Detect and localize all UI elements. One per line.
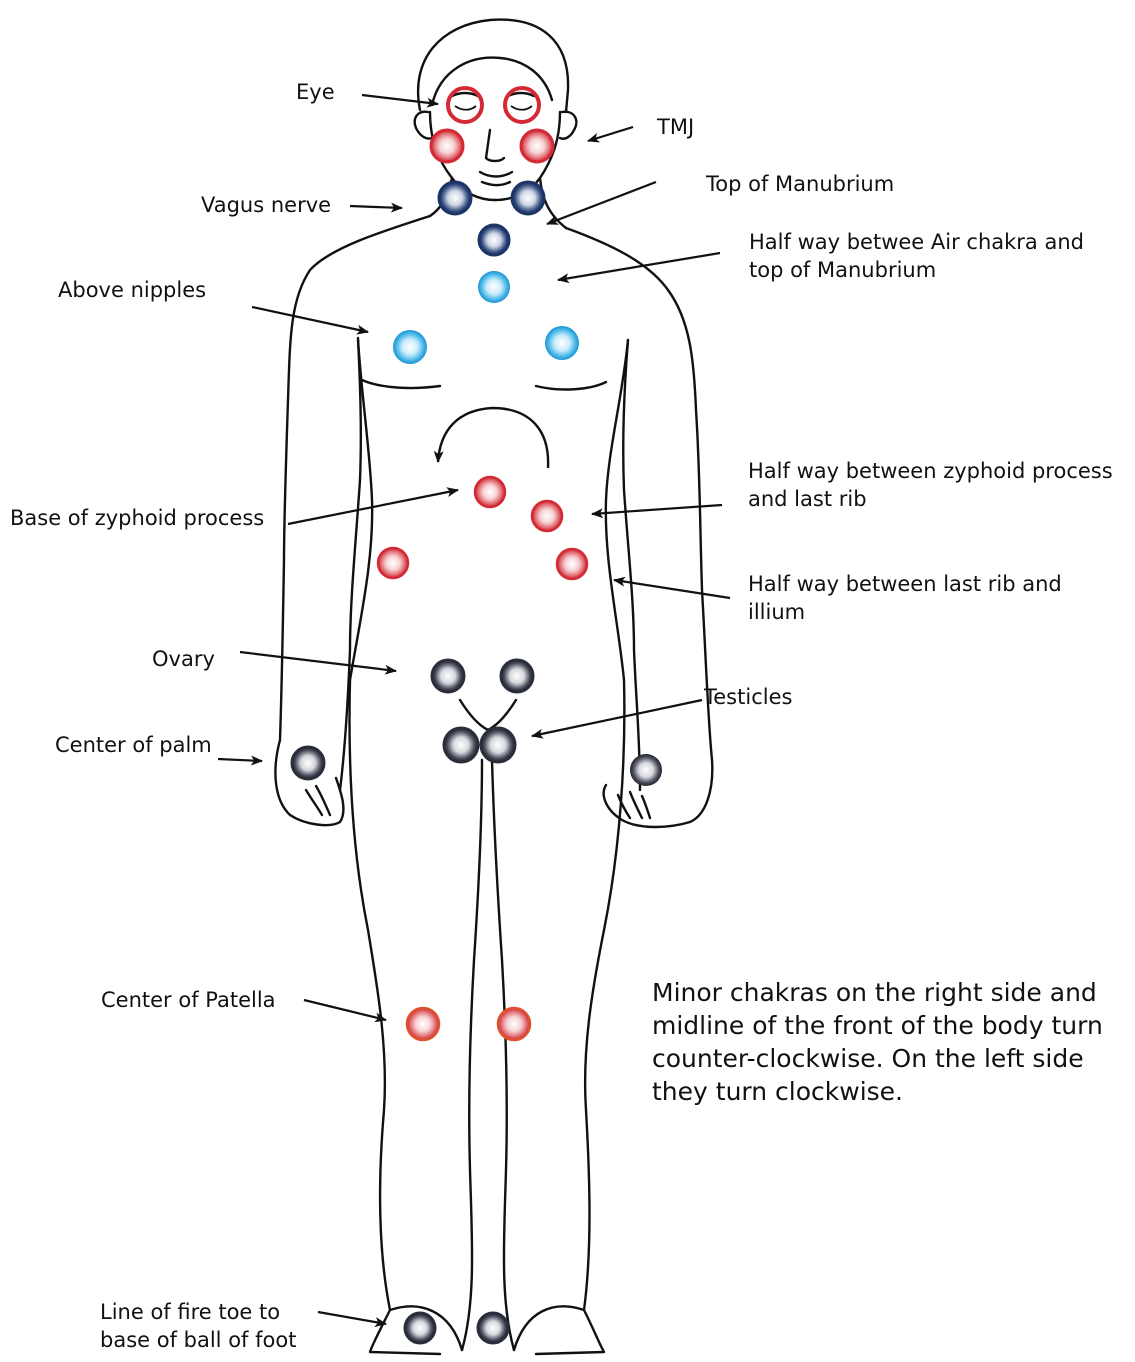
arrow-zyphoid-half — [592, 505, 722, 514]
eyebrow-left — [452, 93, 478, 96]
label-testicles: Testicles — [704, 683, 792, 711]
label-half-air-chakra-line1: Half way betwee Air chakra and — [749, 228, 1084, 256]
label-eye: Eye — [296, 78, 335, 106]
label-half-air-chakra-line2: top of Manubrium — [749, 256, 936, 284]
chakra-tmj-right — [521, 130, 553, 162]
inner-leg-left — [462, 760, 482, 1350]
rotation-note: Minor chakras on the right side and midl… — [652, 976, 1132, 1108]
label-top-of-manubrium: Top of Manubrium — [706, 170, 894, 198]
chakra-nipple-left — [393, 330, 427, 364]
chin-line — [482, 182, 510, 185]
arrow-testicles — [532, 700, 702, 736]
arrow-palm — [218, 759, 262, 761]
right-foot — [514, 1306, 584, 1350]
chakra-vagus-left — [439, 182, 471, 214]
label-vagus-nerve: Vagus nerve — [201, 191, 331, 219]
chakra-rib-right — [557, 549, 587, 579]
right-inner-arm — [623, 340, 640, 790]
chakra-palm-right — [630, 754, 662, 786]
chakra-rib-left — [378, 548, 408, 578]
arrow-eye — [362, 95, 438, 104]
chakra-testicle-left — [444, 728, 478, 762]
chakra-half-air — [478, 271, 510, 303]
label-above-nipples: Above nipples — [58, 276, 206, 304]
groin-line — [460, 700, 516, 730]
inner-leg-right — [492, 760, 514, 1350]
right-hip-leg — [536, 340, 628, 1354]
rotation-arrow-icon — [438, 408, 548, 468]
left-hip-leg — [350, 340, 440, 1354]
note-line-3: counter-clockwise. On the left side — [652, 1042, 1132, 1075]
mouth — [480, 172, 512, 177]
label-base-zyphoid: Base of zyphoid process — [10, 504, 264, 532]
arrow-tmj — [588, 127, 633, 141]
closed-eye-right — [511, 106, 532, 110]
chakra-manubrium — [479, 225, 509, 255]
chakra-zyphoid-half — [532, 501, 562, 531]
arrow-nipples — [252, 307, 368, 332]
label-center-of-palm: Center of palm — [55, 731, 212, 759]
label-tmj: TMJ — [657, 113, 694, 141]
chakra-nipple-right — [545, 326, 579, 360]
nose — [486, 130, 504, 161]
hair-outline — [418, 20, 568, 112]
chakra-foot-left — [405, 1313, 435, 1343]
chakra-ovary-left — [432, 660, 464, 692]
note-line-4: they turn clockwise. — [652, 1075, 1132, 1108]
left-fingers — [306, 786, 330, 815]
note-line-1: Minor chakras on the right side and — [652, 976, 1132, 1009]
note-line-2: midline of the front of the body turn — [652, 1009, 1132, 1042]
chakra-patella-left — [407, 1008, 439, 1040]
chakra-vagus-right — [512, 182, 544, 214]
label-center-of-patella: Center of Patella — [101, 986, 276, 1014]
label-line-fire-toe-line2: base of ball of foot — [100, 1326, 296, 1354]
closed-eye-left — [455, 106, 476, 110]
arrow-patella — [304, 1000, 386, 1020]
arrow-ovary — [240, 652, 396, 671]
arrow-foot — [318, 1312, 386, 1324]
label-ovary: Ovary — [152, 645, 215, 673]
chakra-testicle-right — [481, 728, 515, 762]
chakra-palm-left — [292, 747, 324, 779]
chakra-patella-right — [498, 1008, 530, 1040]
body-outline — [275, 20, 712, 1354]
chakra-ovary-right — [501, 660, 533, 692]
chakra-foot-right — [478, 1313, 508, 1343]
label-half-zyphoid-line2: and last rib — [748, 485, 867, 513]
label-half-rib-line2: illium — [748, 598, 805, 626]
arrow-manubrium — [547, 182, 656, 224]
ear-right — [560, 112, 576, 139]
chakra-tmj-left — [431, 130, 463, 162]
left-side-outline — [275, 216, 430, 825]
label-half-zyphoid-line1: Half way between zyphoid process — [748, 457, 1113, 485]
label-line-fire-toe-line1: Line of fire toe to — [100, 1298, 280, 1326]
pointer-arrows — [218, 95, 730, 1324]
arrow-half-air — [558, 253, 720, 280]
chest-right — [536, 382, 606, 389]
chakra-zyphoid-base — [475, 477, 505, 507]
chest-left — [362, 380, 440, 388]
label-half-rib-line1: Half way between last rib and — [748, 570, 1062, 598]
arrow-vagus — [350, 206, 402, 208]
